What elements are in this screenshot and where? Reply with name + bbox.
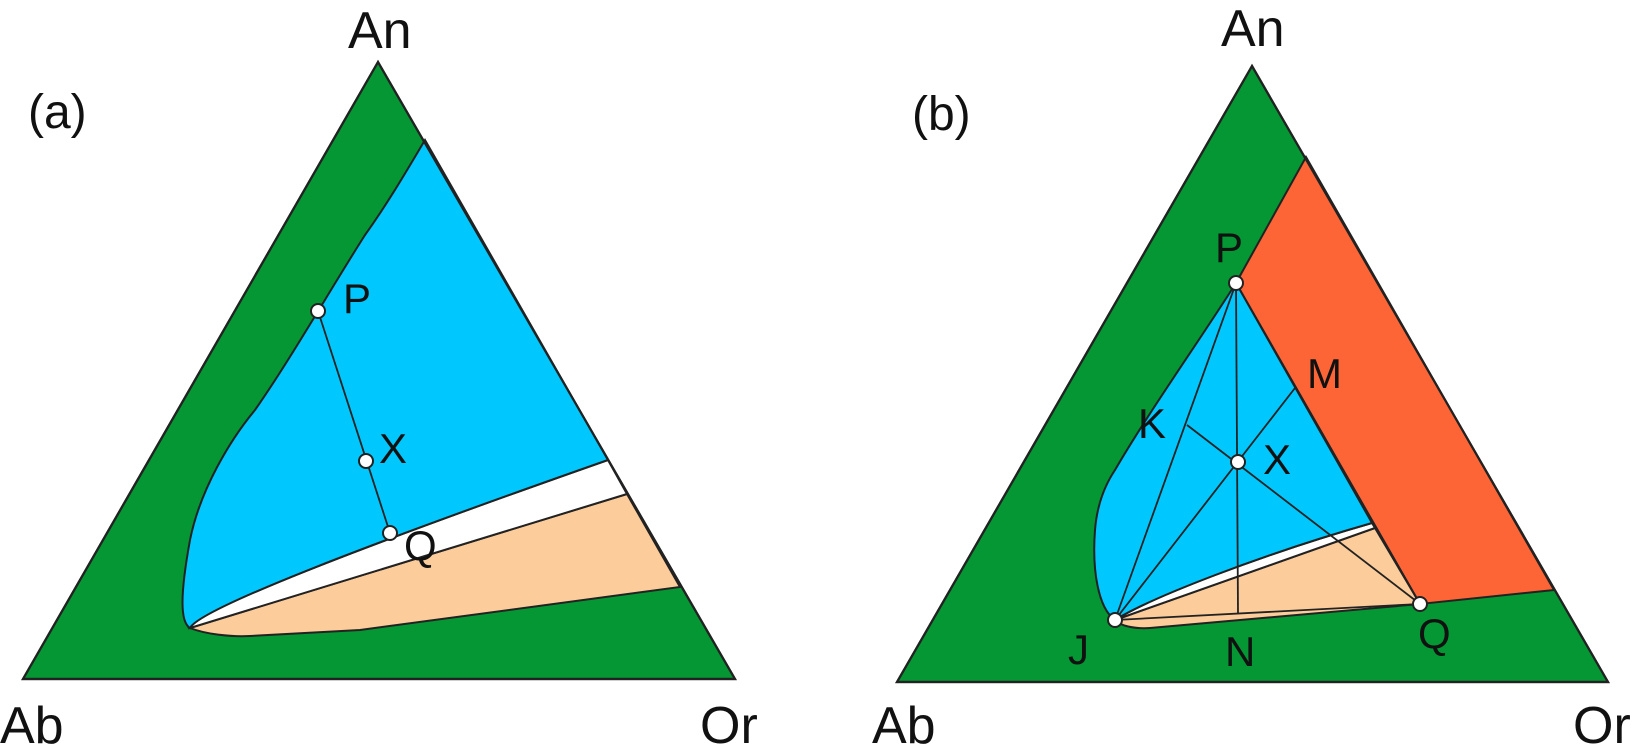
panel-b-point-p xyxy=(1228,275,1244,291)
panel-b-label-x: X xyxy=(1263,436,1291,483)
panel-b-label-q: Q xyxy=(1418,610,1451,657)
panel-a-label-x: X xyxy=(379,425,407,472)
panel-b-label-m: M xyxy=(1307,350,1342,397)
panel-a-point-x xyxy=(358,453,374,469)
panel-b-line-pj xyxy=(1114,282,1237,621)
panel-b-corner-ab: Ab xyxy=(872,697,936,751)
panel-b-title: (b) xyxy=(912,88,971,141)
panel-b-point-q xyxy=(1412,596,1428,612)
panel-a-point-p xyxy=(310,303,326,319)
panel-a-label-q: Q xyxy=(404,522,437,569)
panel-b-label-k: K xyxy=(1138,400,1166,447)
panel-b-line-jq xyxy=(1114,603,1421,621)
panel-b-point-j xyxy=(1107,612,1123,628)
panel-b-label-j: J xyxy=(1068,626,1089,673)
panel-a: P X Q (a) An Ab Or xyxy=(0,2,758,751)
panel-b-label-n: N xyxy=(1225,628,1255,675)
panel-b-blue-region xyxy=(1093,281,1374,622)
panel-a-corner-ab: Ab xyxy=(0,697,64,751)
panel-b-label-p: P xyxy=(1215,224,1243,271)
panel-b-line-kq xyxy=(1186,424,1421,605)
panel-a-title: (a) xyxy=(28,86,87,139)
panel-a-peach-region xyxy=(186,492,682,638)
panel-a-triangle-edge xyxy=(21,59,737,681)
panel-b: P M K X J N Q (b) An Ab Or xyxy=(872,0,1631,751)
panel-a-tie-line xyxy=(317,310,391,534)
panel-b-corner-an: An xyxy=(1221,0,1285,58)
panel-a-corner-or: Or xyxy=(700,697,758,751)
panel-a-point-q xyxy=(382,525,398,541)
panel-b-triangle-edge xyxy=(895,63,1610,684)
panel-a-corner-an: An xyxy=(348,2,412,60)
panel-b-line-jm xyxy=(1114,387,1296,621)
panel-a-label-p: P xyxy=(343,275,371,322)
panel-a-blue-region xyxy=(181,138,610,630)
panel-b-line-pq xyxy=(1235,282,1421,605)
panel-b-corner-or: Or xyxy=(1573,697,1631,751)
panel-b-point-x xyxy=(1230,454,1246,470)
panel-b-line-pn xyxy=(1235,282,1239,615)
